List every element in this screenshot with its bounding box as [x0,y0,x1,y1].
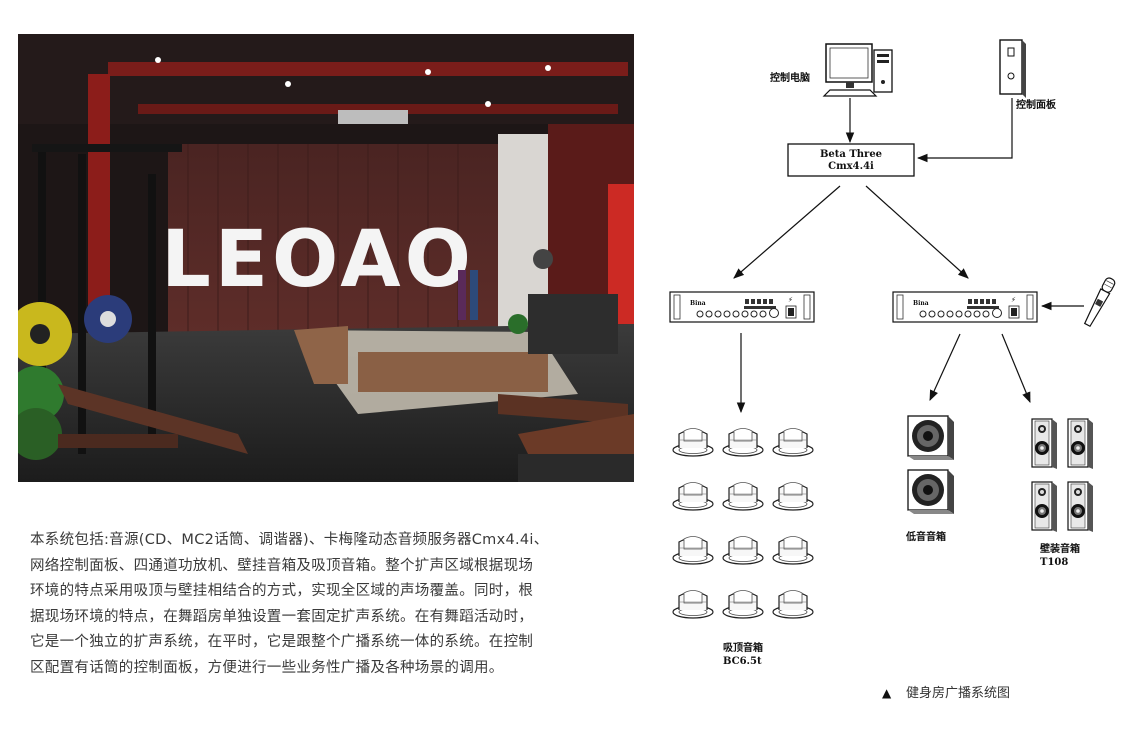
subwoofer-icon [907,415,955,461]
ceiling-speaker-icon [672,589,714,619]
arrow-processor-to-amp-left [733,185,841,279]
ceiling-speaker-icon [722,535,764,565]
ceiling-speaker-icon [722,481,764,511]
control-panel-label: 控制面板 [1016,98,1057,111]
ceiling-speaker-icon [722,427,764,457]
processor-name: Beta Three [820,149,882,160]
wall-speaker-model: T108 [1040,557,1068,568]
wall-speaker-icon [1031,481,1058,533]
ceiling-speaker-model: BC6.5t [723,656,762,667]
photo-sign-text: LEOAO [161,215,475,305]
system-diagram: ⚡ 控制电脑 控制面板 Beta Three Cmx4.4i Bina Bina [669,39,1116,701]
description-line: 区配置有话筒的控制面板，方便进行一些业务性广播及各种场景的调用。 [30,659,504,676]
ceiling-speaker-icon [772,481,814,511]
description-line: 它是一个独立的扩声系统，在平时，它是跟整个广播系统一体的系统。在控制 [30,634,534,651]
ceiling-speaker-icon [722,589,764,619]
ceiling-speaker-icon [672,481,714,511]
description-line: 据现场环境的特点，在舞蹈房单独设置一套固定扩声系统。在有舞蹈活动时， [30,608,534,625]
caption-marker: ▲ [882,686,892,700]
wall-speaker-icon [1031,418,1058,470]
wall-speaker-icon [1067,481,1094,533]
arrow-amp-to-wall-speakers [1001,333,1031,403]
description-line: 网络控制面板、四通道功放机、壁挂音箱及吸顶音箱。整个扩声区域根据现场 [30,557,534,574]
system-description: 本系统包括:音源(CD、MC2话筒、调谐器)、卡梅隆动态音频服务器Cmx4.4i… [30,528,650,682]
amplifier-brand: Bina [690,300,706,307]
amplifier-right: Bina [892,291,1038,323]
ceiling-speaker-icon [672,427,714,457]
description-line: 本系统包括:音源(CD、MC2话筒、调谐器)、卡梅隆动态音频服务器Cmx4.4i… [30,532,549,548]
ceiling-speaker-icon [772,589,814,619]
arrow-processor-to-amp-right [865,185,969,279]
wall-speaker-group [1031,418,1094,533]
control-panel-icon [999,39,1026,98]
computer-label: 控制电脑 [770,71,810,84]
description-line: 环境的特点采用吸顶与壁挂相结合的方式，实现全区域的声场覆盖。同时，根 [30,583,534,600]
subwoofer-icon [907,469,955,515]
computer-icon [822,43,893,97]
ceiling-speaker-icon [772,427,814,457]
wall-speaker-icon [1067,418,1094,470]
subwoofer-label: 低音音箱 [905,530,946,543]
arrow-amp-to-subwoofers [929,333,961,401]
processor-model: Cmx4.4i [828,161,874,172]
ceiling-speaker-label: 吸顶音箱 [723,641,763,654]
ceiling-speaker-grid [672,427,814,619]
microphone-icon [1083,277,1116,328]
amplifier-left: Bina [669,291,815,323]
gym-photo: LEOAO [18,34,634,482]
arrow-panel-to-processor [916,98,1013,163]
ceiling-speaker-icon [772,535,814,565]
processor-box [787,143,915,177]
amplifier-brand: Bina [913,300,929,307]
diagram-caption: 健身房广播系统图 [906,685,1010,701]
wall-speaker-label: 壁装音箱 [1040,542,1080,555]
ceiling-speaker-icon [672,535,714,565]
subwoofer-group [907,415,955,515]
